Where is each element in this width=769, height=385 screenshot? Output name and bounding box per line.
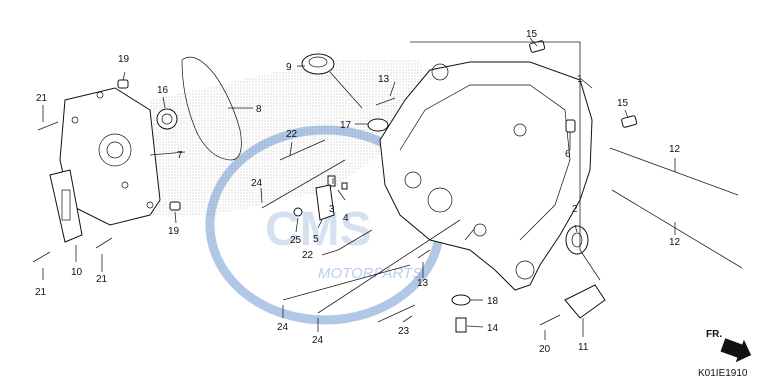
callout-13-top: 13	[378, 74, 390, 85]
washer-18	[451, 294, 471, 306]
diagram-code: K01IE1910	[698, 368, 748, 379]
callout-labels: 1 2 3 4 5 6 7 8 9 10 11 12 12 13 13 14 1…	[35, 29, 681, 355]
left-cover-plate	[59, 87, 161, 226]
bearing-2	[565, 225, 589, 255]
callout-24-bottom: 24	[312, 335, 324, 346]
callout-17: 17	[340, 120, 352, 131]
callout-20: 20	[539, 344, 551, 355]
callout-9: 9	[286, 62, 292, 73]
small-cap	[341, 182, 348, 190]
callout-7: 7	[177, 150, 183, 161]
callout-21-bottom-left: 21	[35, 287, 47, 298]
bracket-11	[564, 284, 606, 319]
callout-16: 16	[157, 85, 169, 96]
callout-14: 14	[487, 323, 499, 334]
spring-3	[327, 175, 336, 187]
bolt-23	[377, 304, 416, 323]
dipstick-9	[301, 53, 363, 109]
callout-1: 1	[577, 74, 583, 85]
callout-24-top: 24	[251, 178, 263, 189]
bracket-10	[49, 169, 83, 243]
callout-23: 23	[398, 326, 410, 337]
bolt-24-lower-b	[317, 219, 461, 314]
fr-label: FR.	[706, 329, 722, 340]
callout-8: 8	[256, 104, 262, 115]
dowel-pin-19-top	[117, 79, 129, 89]
bolt-13-lower	[417, 249, 431, 259]
bolt-24-upper	[261, 159, 346, 209]
callout-24-bottom-left: 24	[277, 322, 289, 333]
bolt-24-lower-a	[282, 264, 411, 301]
bolt-21-bottom-left	[32, 251, 51, 263]
collar-6	[565, 119, 576, 133]
callout-22-top: 22	[286, 129, 298, 140]
oil-seal-16	[156, 108, 178, 130]
dowel-pin-15-right	[621, 115, 638, 128]
callout-12-top: 12	[669, 144, 681, 155]
bolt-21-bottom	[95, 237, 113, 249]
callout-18: 18	[487, 296, 499, 307]
stud-bolt-12-a	[609, 147, 739, 196]
watermark-text: MOTORPARTS	[318, 265, 422, 282]
callout-6: 6	[565, 149, 571, 160]
callout-15-right: 15	[617, 98, 629, 109]
bolt-13-upper	[375, 97, 396, 106]
callout-19-bottom: 19	[168, 226, 180, 237]
stud-bolt-12-b	[611, 189, 743, 269]
callout-21-bottom: 21	[96, 274, 108, 285]
bolt-22-lower	[337, 229, 373, 251]
callout-11: 11	[578, 342, 589, 353]
crankcase-1	[379, 61, 593, 291]
bolt-21-top	[37, 121, 59, 131]
callout-19-top: 19	[118, 54, 130, 65]
callout-22-bottom: 22	[302, 250, 314, 261]
bracket-5	[315, 184, 335, 221]
callout-10: 10	[71, 267, 83, 278]
drain-bolt-14	[455, 317, 467, 333]
callout-21-top: 21	[36, 93, 48, 104]
leader-lines	[42, 37, 676, 340]
callout-3: 3	[329, 204, 335, 215]
svg-text:CMS: CMS	[265, 203, 372, 256]
bolt-20	[539, 314, 561, 326]
callout-4: 4	[343, 213, 349, 224]
dotted-shading	[150, 60, 430, 215]
bolt-25	[293, 207, 303, 217]
bolt-22-upper	[279, 139, 326, 161]
front-direction-arrow: FR.	[706, 329, 752, 363]
callout-12-bottom: 12	[669, 237, 681, 248]
callout-25: 25	[290, 235, 302, 246]
callout-15-top: 15	[526, 29, 538, 40]
dowel-pin-19-bottom	[169, 201, 181, 211]
o-ring-17	[367, 118, 389, 132]
callout-13-bottom: 13	[417, 278, 429, 289]
callout-2: 2	[572, 204, 578, 215]
callout-5: 5	[313, 234, 319, 245]
gasket-ring	[181, 56, 242, 161]
